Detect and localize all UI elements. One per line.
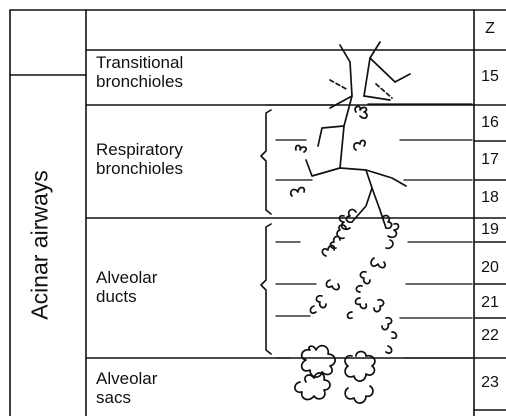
generation-number: 18 [474, 189, 506, 207]
generation-number: 16 [474, 114, 506, 132]
zone-label-respiratory: Respiratory bronchioles [96, 140, 183, 178]
zone-label-sacs: Alveolar sacs [96, 369, 157, 407]
generation-number: 22 [474, 327, 506, 345]
acinar-airways-side-label: Acinar airways [10, 75, 70, 416]
zone-label-transitional: Transitional bronchioles [96, 53, 183, 91]
generation-number: 17 [474, 151, 506, 169]
generation-number: 21 [474, 294, 506, 312]
generation-number: 23 [474, 374, 506, 392]
zone-label-ducts: Alveolar ducts [96, 268, 157, 306]
generation-number: 15 [474, 68, 506, 86]
generation-header: Z [474, 20, 506, 38]
generation-number: 20 [474, 259, 506, 277]
generation-number: 19 [474, 221, 506, 239]
